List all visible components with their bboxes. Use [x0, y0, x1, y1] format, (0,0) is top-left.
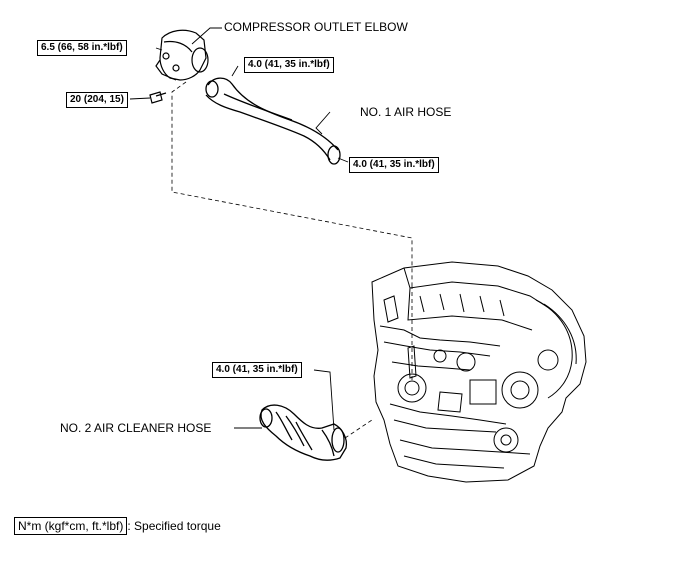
label-compressor-outlet-elbow: COMPRESSOR OUTLET ELBOW: [224, 20, 408, 34]
torque-hose1-top: 4.0 (41, 35 in.*lbf): [244, 57, 334, 73]
label-no1-air-hose: NO. 1 AIR HOSE: [360, 105, 452, 119]
bolt: [149, 91, 167, 104]
legend-unit-box: N*m (kgf*cm, ft.*lbf): [14, 517, 128, 535]
torque-legend: N*m (kgf*cm, ft.*lbf): Specified torque: [14, 517, 221, 535]
installation-dashed-lines: [171, 81, 413, 439]
torque-bolt: 20 (204, 15): [66, 92, 128, 108]
no2-air-cleaner-hose: [259, 404, 348, 461]
no1-air-hose: [205, 77, 341, 165]
engine-block: [371, 261, 587, 483]
legend-text: : Specified torque: [127, 519, 221, 533]
leader-lines: [129, 27, 349, 431]
torque-hose2: 4.0 (41, 35 in.*lbf): [212, 362, 302, 378]
torque-elbow: 6.5 (66, 58 in.*lbf): [37, 40, 127, 56]
label-no2-air-cleaner-hose: NO. 2 AIR CLEANER HOSE: [60, 421, 212, 435]
torque-hose1-bottom: 4.0 (41, 35 in.*lbf): [349, 157, 439, 173]
compressor-outlet-elbow: [155, 29, 209, 81]
